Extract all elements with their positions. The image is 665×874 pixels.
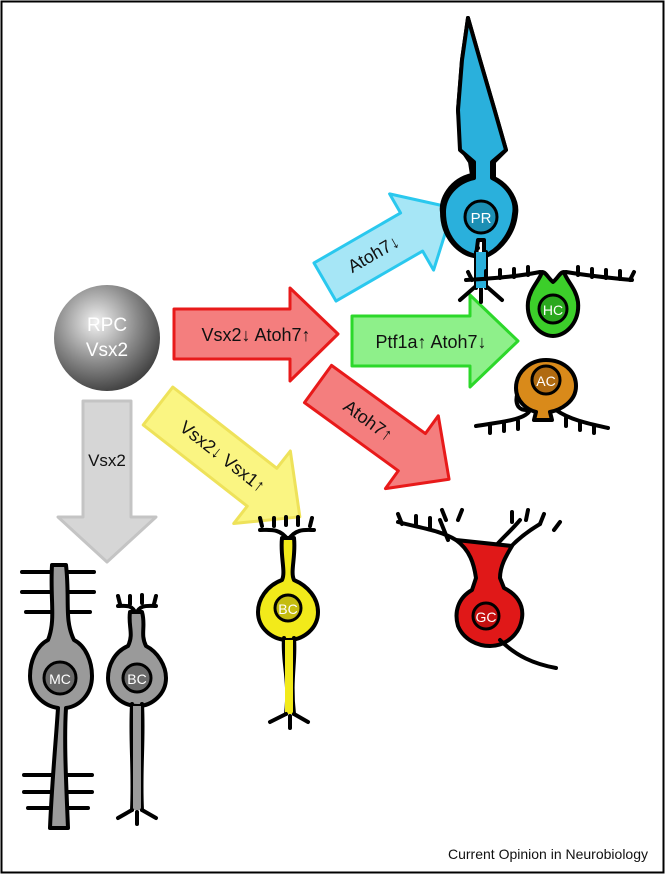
pr-cell: PR <box>439 16 519 304</box>
rpc-label-line1: RPC <box>87 315 127 336</box>
ac-cell: AC <box>474 358 610 435</box>
green-arrow-label: Ptf1a↑ Atoh7↓ <box>375 332 486 352</box>
red-down-arrow: Atoh7↑ <box>302 363 451 491</box>
red-main-arrow-label: Vsx2↓ Atoh7↑ <box>201 325 310 345</box>
gc-label: GC <box>476 609 497 625</box>
bc-yellow-label: BC <box>278 601 297 617</box>
bc-gray-cell: BC <box>106 593 168 826</box>
bc-gray-label: BC <box>127 671 146 687</box>
red-main-arrow: Vsx2↓ Atoh7↑ <box>172 286 340 383</box>
ac-label: AC <box>536 373 555 389</box>
hc-label: HC <box>543 302 563 318</box>
mc-cell: MC <box>20 563 96 830</box>
rpc-label-line2: Vsx2 <box>86 340 128 361</box>
rpc-cell: RPC Vsx2 <box>54 285 160 391</box>
gray-arrow-label: Vsx2 <box>88 451 126 470</box>
bc-yellow-cell: BC <box>256 515 320 730</box>
pr-label: PR <box>471 210 492 227</box>
journal-credit: Current Opinion in Neurobiology <box>448 846 648 862</box>
mc-label: MC <box>49 671 71 687</box>
green-arrow: Ptf1a↑ Atoh7↓ <box>350 293 520 389</box>
gc-cell: GC <box>396 508 562 670</box>
gray-arrow: Vsx2 <box>56 399 158 564</box>
cyan-arrow: Atoh7↓ <box>312 192 455 303</box>
hc-cell: HC <box>464 265 636 338</box>
